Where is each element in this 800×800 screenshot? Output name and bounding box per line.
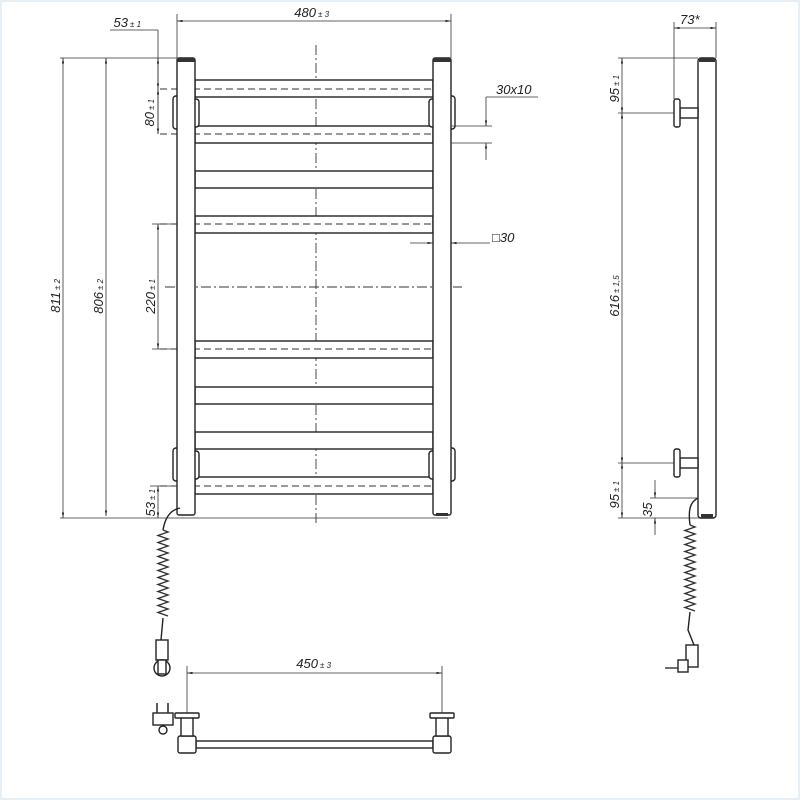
right-post [432,57,452,516]
rail-pitch-dim-tol: ± 1 [147,99,156,110]
side-bottom-dim-tol: ± 1 [612,481,621,492]
cable [160,617,164,641]
bracket-flange [174,712,200,719]
post-profile-label: □30 [492,230,515,245]
rail [194,215,434,234]
gap-dim-tol: ± 1 [148,279,157,290]
mount-width-dim-tol: ± 3 [320,661,332,670]
rail [194,79,434,98]
post-height-dim-value: 806 [91,291,106,313]
bracket-disc [673,448,681,478]
bottom-offset-dim-value: 53 [143,501,158,516]
front-dimensions: 480 ± 3 53 ± 1 80 ± 1 811 ± 2 806 ± 2 22… [48,5,538,518]
top-offset-dim-value: 53 [114,15,129,30]
rail-pitch-dim-value: 80 [142,111,157,126]
rail-profile-label: 30x10 [496,82,532,97]
cable [162,507,181,531]
bracket-flange [429,712,455,719]
bottom-offset-dim-tol: ± 1 [148,489,157,500]
rail [194,386,434,405]
bottom-view: 450 ± 3 [152,656,455,754]
side-top-dim-value: 95 [607,87,622,102]
depth-dim: 73* [680,12,700,27]
left-post [176,57,196,516]
cable-offset-dim: 35 [640,502,655,517]
side-post [697,57,717,519]
width-dim-tol: ± 3 [318,10,330,19]
post-cap [433,58,451,62]
mount-spacing-dim-value: 616 [607,294,622,316]
coiled-cable [682,524,698,612]
bracket-stem [435,716,449,737]
side-dimensions: 73* 95 ± 1 616 ± 1,5 95 ± 1 35 [607,12,717,535]
post-cap [177,58,195,62]
mount-width-dim-value: 450 [296,656,318,671]
top-offset-dim-tol: ± 1 [130,20,141,29]
cable-entry [158,725,168,735]
width-dim-value: 480 [294,5,316,20]
cable [687,611,695,646]
plug-pins [157,659,167,675]
rail [194,170,434,189]
overall-height-dim-tol: ± 2 [53,278,62,290]
post-section [432,735,452,754]
rail [194,340,434,359]
plug-head [677,659,689,673]
side-top-dim-tol: ± 1 [612,75,621,86]
cable [688,497,699,526]
rail [194,431,434,450]
bracket-stem [679,457,699,469]
rail [194,125,434,144]
post-section [177,735,197,754]
gap-dim-value: 220 [143,291,158,314]
coiled-cable [155,529,171,617]
rails [194,79,434,495]
post-height-dim-tol: ± 2 [96,278,105,290]
bracket-stem [679,107,699,119]
side-view [665,57,717,673]
bracket-stem [180,716,194,737]
side-bottom-dim-value: 95 [607,493,622,508]
plug-body [155,639,169,661]
plug-body [685,644,699,668]
plug-top [152,712,174,726]
mount-spacing-dim-tol: ± 1,5 [612,275,621,293]
bracket-disc [673,98,681,128]
front-view [60,45,462,677]
rail [194,476,434,495]
bottom-rail [195,740,434,749]
post-cap [436,513,448,516]
overall-height-dim-value: 811 [48,292,63,313]
